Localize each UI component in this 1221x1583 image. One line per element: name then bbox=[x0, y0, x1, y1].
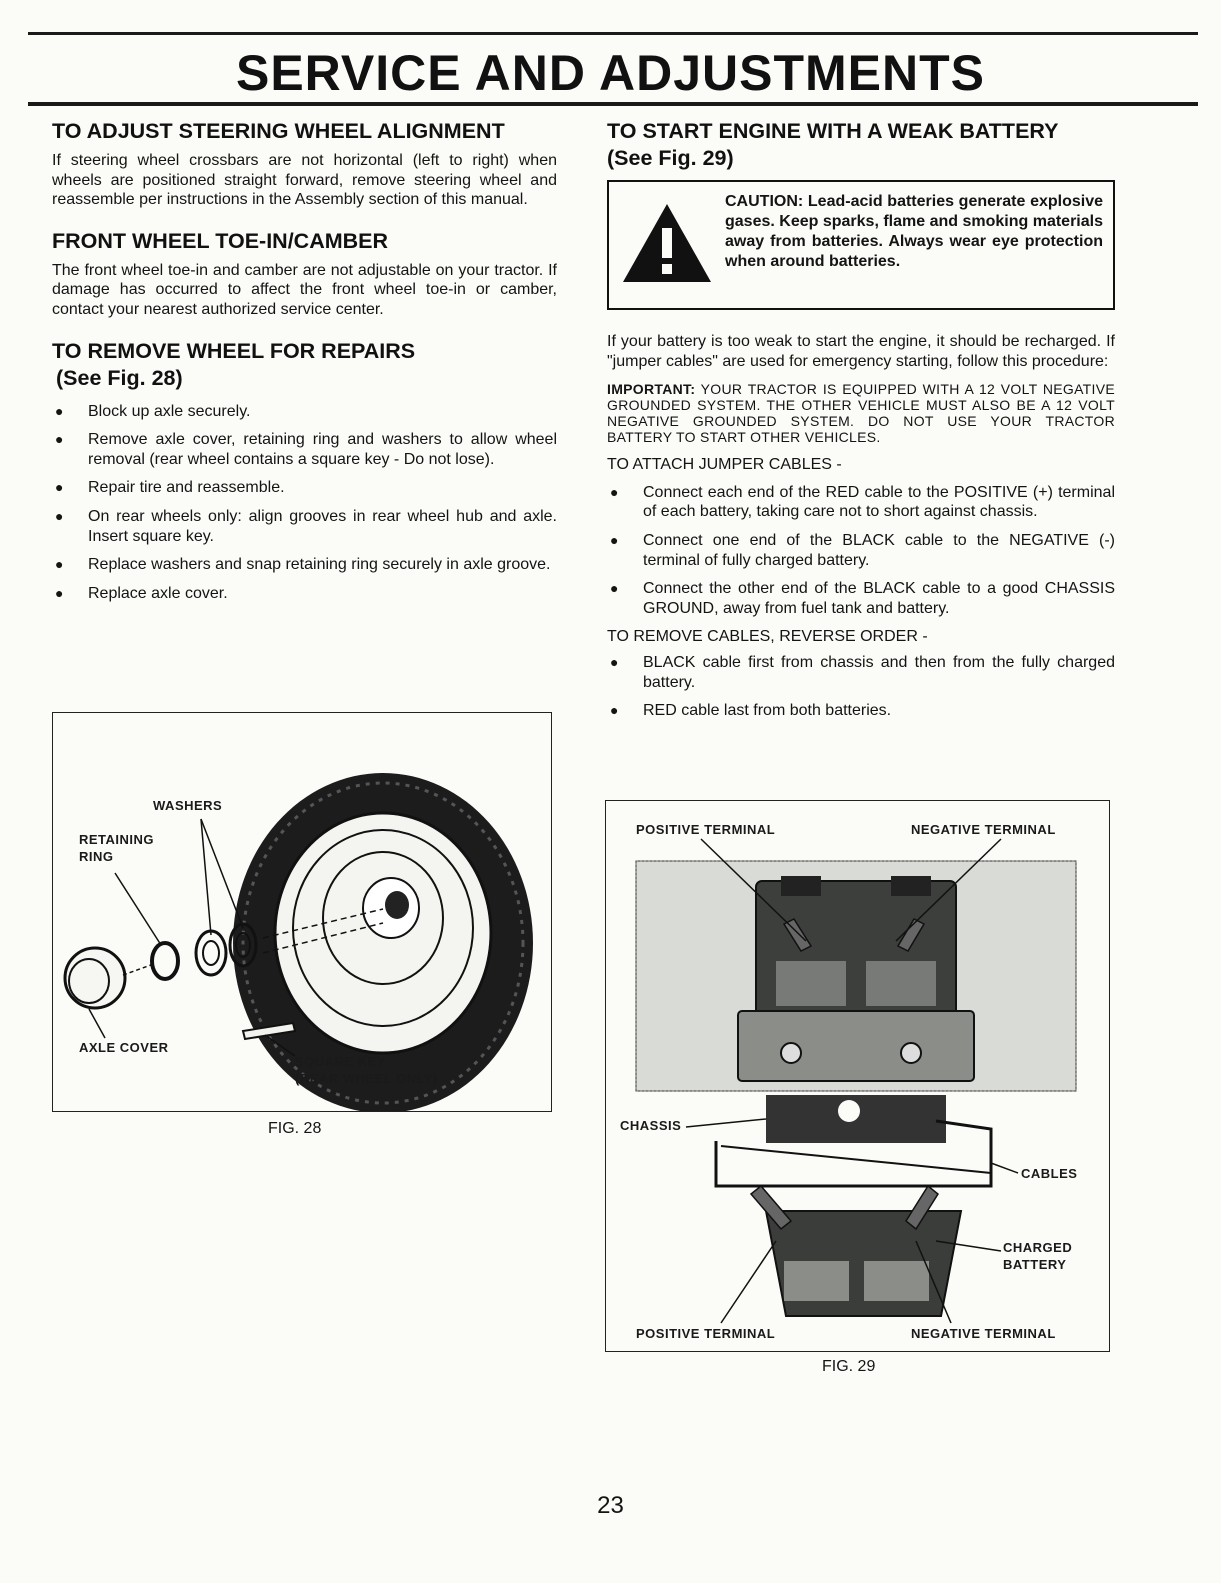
important-label: IMPORTANT: bbox=[607, 381, 696, 398]
list-item: ●Replace washers and snap retaining ring… bbox=[55, 556, 551, 574]
remove-steps: ●BLACK cable first from chassis and then… bbox=[607, 653, 1115, 721]
list-item: ●Block up axle securely. bbox=[55, 402, 251, 420]
important-text: YOUR TRACTOR IS EQUIPPED WITH A 12 VOLT … bbox=[607, 381, 1116, 446]
toe-heading: FRONT WHEEL TOE-IN/CAMBER bbox=[52, 228, 389, 253]
remove-wheel-steps: ●Block up axle securely. ●Remove axle co… bbox=[52, 402, 557, 604]
list-item: ●Connect each end of the RED cable to th… bbox=[610, 483, 1115, 521]
fig28-caption: FIG. 28 bbox=[268, 1120, 322, 1137]
caution-text: CAUTION: Lead-acid batteries generate ex… bbox=[725, 193, 1103, 270]
label-positive-terminal-bottom: POSITIVE TERMINAL bbox=[636, 1326, 776, 1341]
remove-wheel-subheading: (See Fig. 28) bbox=[56, 365, 183, 390]
remove-heading: TO REMOVE CABLES, REVERSE ORDER - bbox=[607, 628, 928, 646]
page-title: SERVICE AND ADJUSTMENTS bbox=[235, 45, 986, 101]
list-item: ●Connect one end of the BLACK cable to t… bbox=[610, 531, 1115, 569]
list-item: ●Replace axle cover. bbox=[55, 584, 228, 602]
left-column: TO ADJUST STEERING WHEEL ALIGNMENT If st… bbox=[52, 118, 557, 612]
right-column: TO START ENGINE WITH A WEAK BATTERY (See… bbox=[607, 118, 1115, 730]
list-item: ●Repair tire and reassemble. bbox=[55, 479, 285, 497]
caution-box: CAUTION: Lead-acid batteries generate ex… bbox=[607, 180, 1115, 310]
top-rule bbox=[28, 32, 1198, 35]
wheel-illustration bbox=[63, 773, 533, 1111]
weak-battery-subheading: (See Fig. 29) bbox=[607, 146, 734, 170]
steering-heading: TO ADJUST STEERING WHEEL ALIGNMENT bbox=[52, 119, 505, 143]
important-note: IMPORTANT: YOUR TRACTOR IS EQUIPPED WITH… bbox=[607, 381, 1115, 445]
attach-heading: TO ATTACH JUMPER CABLES - bbox=[607, 456, 842, 474]
toe-body: The front wheel toe-in and camber are no… bbox=[52, 261, 557, 318]
label-axle-cover: AXLE COVER bbox=[79, 1040, 169, 1055]
label-positive-terminal-top: POSITIVE TERMINAL bbox=[636, 822, 776, 837]
list-item: ●Connect the other end of the BLACK cabl… bbox=[610, 580, 1115, 617]
remove-wheel-heading: TO REMOVE WHEEL FOR REPAIRS bbox=[52, 338, 416, 363]
fig29-box: POSITIVE TERMINAL NEGATIVE TERMINAL CHAS… bbox=[605, 800, 1110, 1352]
fig29-caption: FIG. 29 bbox=[822, 1358, 876, 1375]
label-chassis: CHASSIS bbox=[620, 1118, 682, 1133]
battery-illustration bbox=[635, 838, 1077, 1324]
weak-battery-heading: TO START ENGINE WITH A WEAK BATTERY bbox=[607, 119, 1059, 143]
steering-body: If steering wheel crossbars are not hori… bbox=[52, 152, 557, 209]
weak-battery-body: If your battery is too weak to start the… bbox=[607, 333, 1115, 370]
label-washers: WASHERS bbox=[153, 798, 223, 813]
list-item: ●RED cable last from both batteries. bbox=[610, 702, 892, 720]
page-number: 23 bbox=[597, 1492, 624, 1519]
label-charged-battery: CHARGED BATTERY bbox=[1003, 1240, 1073, 1272]
label-cables: CABLES bbox=[1021, 1166, 1078, 1181]
fig28-box: WASHERS RETAINING RING AXLE COVER SQUARE… bbox=[52, 712, 552, 1112]
list-item: ●BLACK cable first from chassis and then… bbox=[610, 653, 1115, 691]
list-item: ●On rear wheels only: align grooves in r… bbox=[55, 507, 557, 545]
label-retaining-ring: RETAINING RING bbox=[79, 832, 155, 864]
warning-icon bbox=[623, 204, 711, 282]
list-item: ●Remove axle cover, retaining ring and w… bbox=[55, 431, 557, 468]
attach-steps: ●Connect each end of the RED cable to th… bbox=[607, 483, 1115, 619]
label-square-key: SQUARE KEY (REAR WHEEL ONLY) bbox=[295, 1054, 438, 1086]
label-negative-terminal-bottom: NEGATIVE TERMINAL bbox=[911, 1326, 1056, 1341]
title-rule bbox=[28, 102, 1198, 106]
label-negative-terminal-top: NEGATIVE TERMINAL bbox=[911, 822, 1056, 837]
